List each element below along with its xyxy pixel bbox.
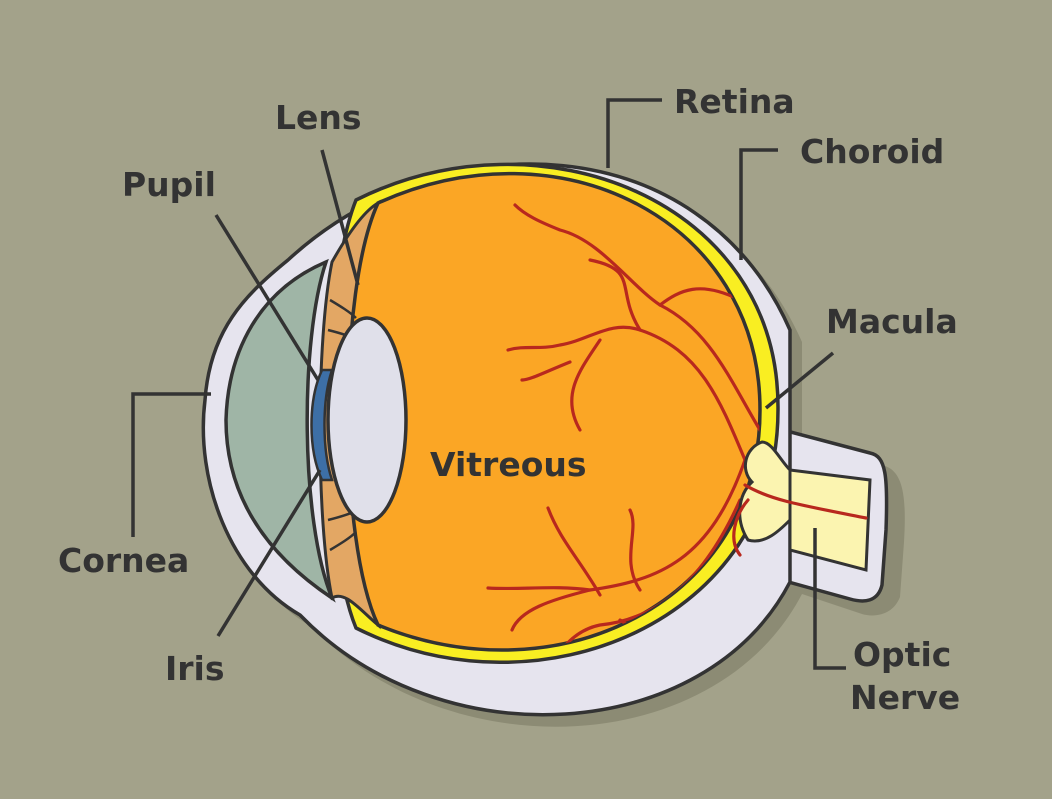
optic-nerve-fibers [788,468,872,572]
label-macula: Macula [826,302,958,341]
label-optic-nerve-line1: Optic [853,635,951,674]
retina-leader [606,98,662,168]
optic-nerve-leader [813,528,846,670]
cornea-leader [131,392,211,537]
label-retina: Retina [674,82,795,121]
cornea [224,258,336,603]
pupil-leader [214,214,320,381]
iris [310,368,334,482]
choroid-leader [739,148,778,260]
iris-leader [216,469,322,637]
label-cornea: Cornea [58,541,189,580]
lens-body [326,316,408,524]
label-lens: Lens [275,98,362,137]
label-vitreous: Vitreous [430,445,587,484]
lens-leader [320,149,360,286]
label-iris: Iris [165,649,225,688]
optic-disc [738,440,792,543]
retinal-blood-vessels [486,203,760,651]
label-pupil: Pupil [122,165,216,204]
macula-leader [764,351,835,410]
central-retinal-artery [743,483,868,520]
central-retinal-artery-branch [732,498,750,557]
label-optic-nerve-line2: Nerve [850,678,960,717]
label-choroid: Choroid [800,132,944,171]
